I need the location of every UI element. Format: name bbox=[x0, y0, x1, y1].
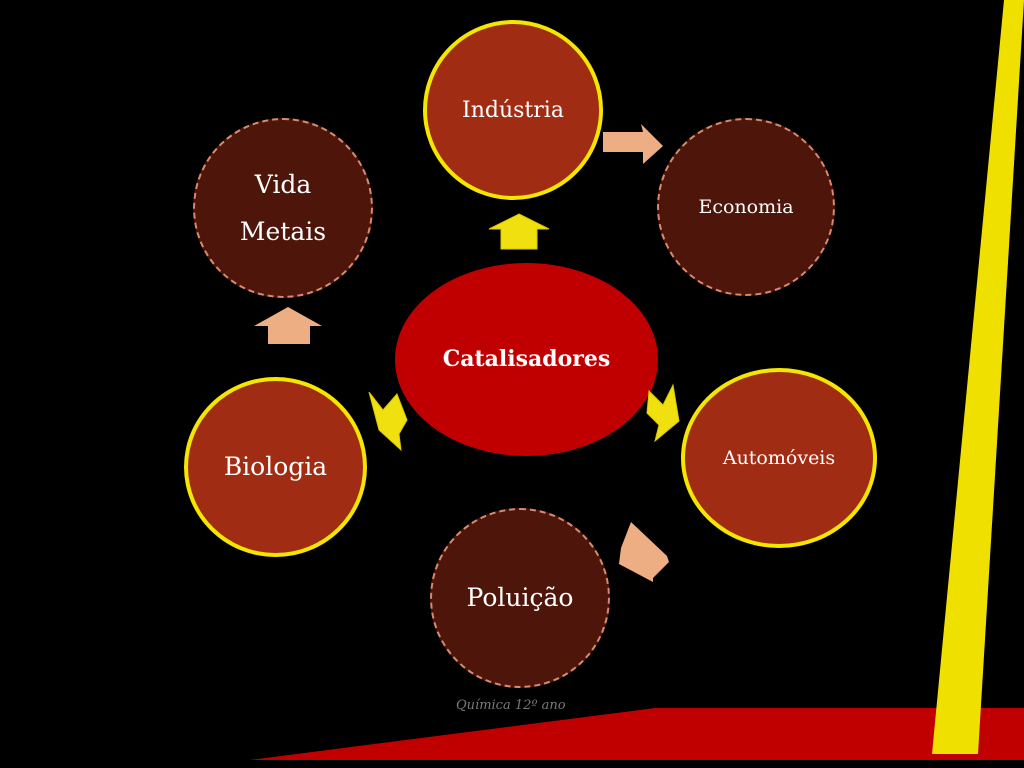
arrow-right-to-economia bbox=[603, 124, 663, 164]
node-metais-label: Metais bbox=[239, 217, 327, 246]
footer-text: Química 12º ano bbox=[456, 698, 566, 713]
arrow-to-poluicao bbox=[619, 522, 669, 582]
center-node-label: Catalisadores bbox=[442, 346, 611, 372]
center-node-catalisadores: Catalisadores bbox=[395, 263, 658, 456]
node-automoveis: Automóveis bbox=[681, 368, 877, 548]
node-biologia: Biologia bbox=[184, 377, 367, 557]
arrow-up-to-industria bbox=[488, 213, 550, 250]
node-economia-label: Economia bbox=[698, 195, 794, 218]
node-biologia-label: Biologia bbox=[223, 452, 328, 482]
red-floor-stripe bbox=[250, 708, 1024, 760]
node-vida-label: Vida bbox=[254, 169, 312, 199]
arrow-to-automoveis bbox=[646, 383, 680, 443]
node-economia: Economia bbox=[657, 118, 835, 296]
node-industria: Indústria bbox=[423, 20, 603, 200]
arrow-to-biologia bbox=[368, 391, 408, 452]
node-industria-label: Indústria bbox=[462, 97, 564, 123]
arrow-up-to-vida-metais bbox=[254, 307, 322, 344]
node-automoveis-label: Automóveis bbox=[722, 446, 836, 469]
node-vida-metais: Vida Metais bbox=[193, 118, 373, 298]
node-poluicao: Poluição bbox=[430, 508, 610, 688]
node-poluicao-label: Poluição bbox=[466, 583, 574, 613]
yellow-diagonal-bar bbox=[932, 0, 1024, 754]
